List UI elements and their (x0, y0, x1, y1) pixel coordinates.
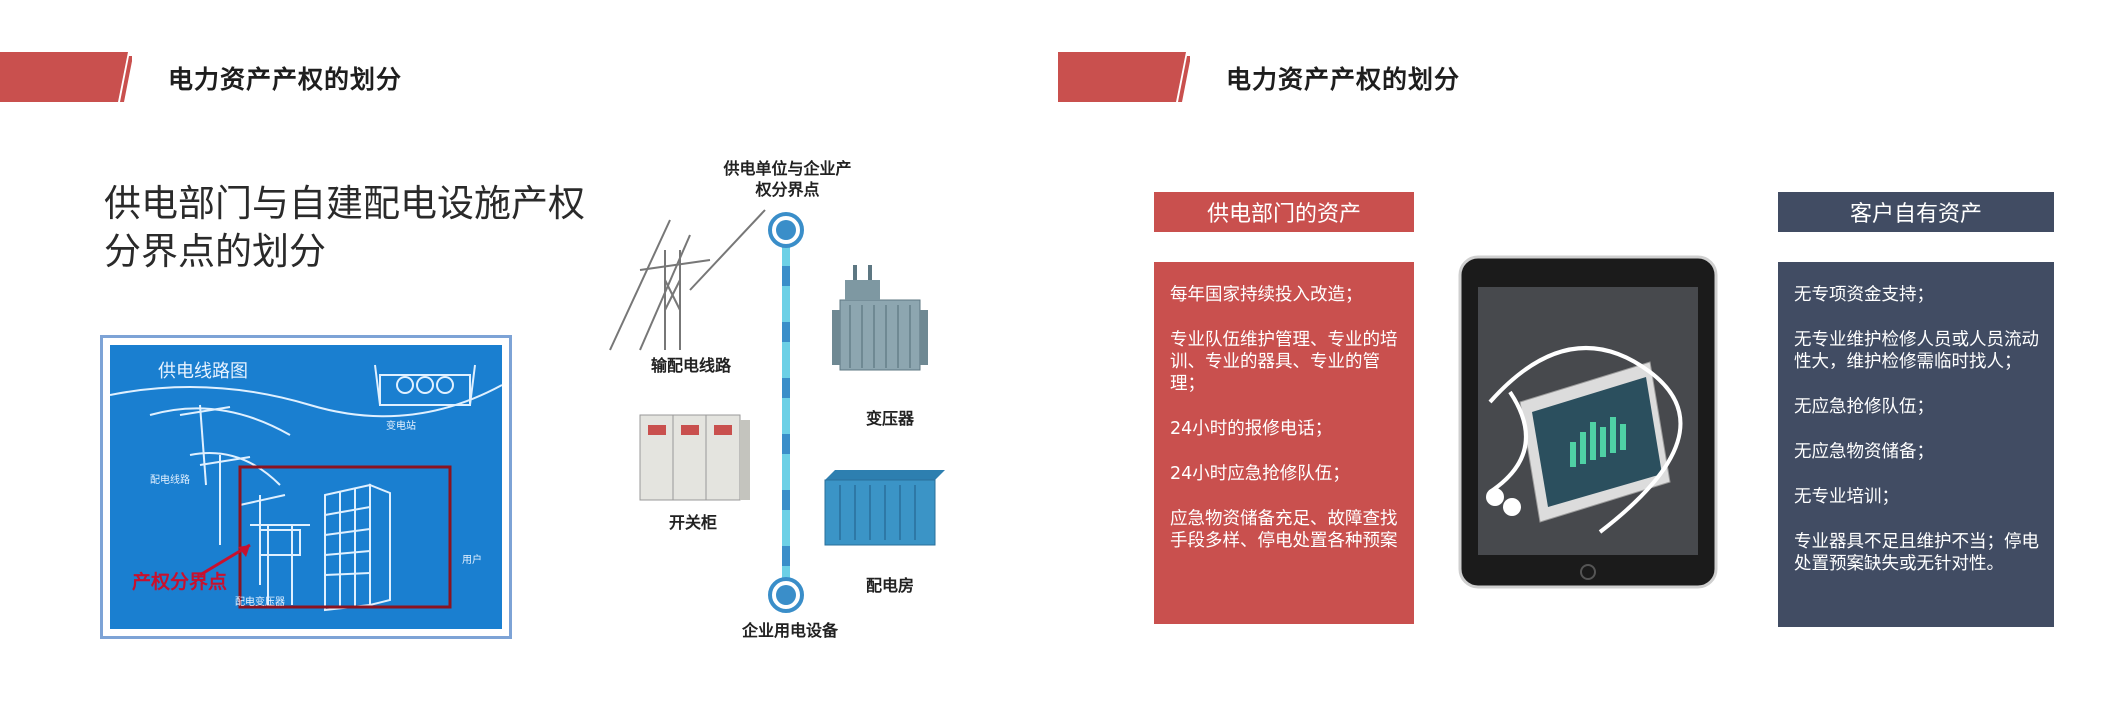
header-accent-band (0, 52, 132, 102)
tablet-image (1458, 255, 1718, 589)
diagram-label-room: 配电房 (865, 576, 914, 595)
boundary-diagram (609, 209, 945, 613)
header-accent-band (1058, 52, 1190, 102)
blueprint-image: 供电线路图 变电站 配电线路 配电变压器 用户 产权分界点 (100, 335, 512, 639)
blueprint-lines (110, 364, 502, 612)
blueprint-label-boundary: 产权分界点 (132, 571, 228, 593)
diagram-top-label: 供电单位与企业产权分界点 (723, 159, 852, 199)
supply-item: 应急物资储备充足、故障查找手段多样、停电处置各种预案 (1170, 509, 1398, 551)
transmission-pole-icon (609, 209, 766, 351)
customer-item: 无专业维护检修人员或人员流动性大，维护检修需临时找人； (1794, 330, 2039, 372)
supply-item: 每年国家持续投入改造； (1170, 285, 1363, 305)
header-title: 电力资产产权的划分 (1226, 65, 1461, 94)
supply-column-title: 供电部门的资产 (1154, 192, 1414, 232)
switchgear-icon (639, 414, 750, 501)
supply-item: 24小时应急抢修队伍； (1170, 464, 1350, 484)
header-title: 电力资产产权的划分 (168, 65, 403, 94)
blueprint-label-user: 用户 (462, 555, 482, 566)
customer-item: 专业器具不足且维护不当；停电处置预案缺失或无针对性。 (1794, 532, 2039, 574)
blueprint-label-substation: 变电站 (386, 421, 416, 432)
blueprint-title: 供电线路图 (158, 361, 248, 382)
diagram-label-line: 输配电线路 (650, 356, 731, 375)
supply-item: 专业队伍维护管理、专业的培训、专业的器具、专业的管理； (1170, 330, 1398, 394)
customer-column-box: 无专项资金支持； 无专业维护检修人员或人员流动性大，维护检修需临时找人； 无应急… (1778, 262, 2054, 627)
customer-item: 无应急抢修队伍； (1794, 397, 1934, 417)
customer-column-title: 客户自有资产 (1778, 192, 2054, 232)
supply-column-box: 每年国家持续投入改造； 专业队伍维护管理、专业的培训、专业的器具、专业的管理； … (1154, 262, 1414, 624)
customer-item: 无专项资金支持； (1794, 285, 1934, 305)
diagram-label-switchgear: 开关柜 (668, 513, 717, 532)
slide-left: 电力资产产权的划分 供电部门与自建配电设施产权分界点的划分 (0, 0, 1058, 707)
distribution-room-icon (824, 470, 945, 546)
blueprint-label-transformer: 配电变压器 (235, 597, 285, 608)
slide-right: 电力资产产权的划分 供电部门的资产 每年国家持续投入改造； 专业队伍维护管理、专… (1058, 0, 2117, 707)
supply-item: 24小时的报修电话； (1170, 419, 1333, 439)
customer-item: 无应急物资储备； (1794, 442, 1934, 462)
transformer-icon (832, 265, 928, 371)
diagram-bottom-label: 企业用电设备 (741, 621, 838, 640)
customer-item: 无专业培训； (1794, 487, 1899, 507)
main-title: 供电部门与自建配电设施产权分界点的划分 (104, 182, 585, 273)
diagram-label-transformer: 变压器 (865, 409, 914, 428)
blueprint-diagram: 供电线路图 变电站 配电线路 配电变压器 用户 产权分界点 (110, 345, 502, 629)
blueprint-label-line: 配电线路 (150, 475, 190, 486)
